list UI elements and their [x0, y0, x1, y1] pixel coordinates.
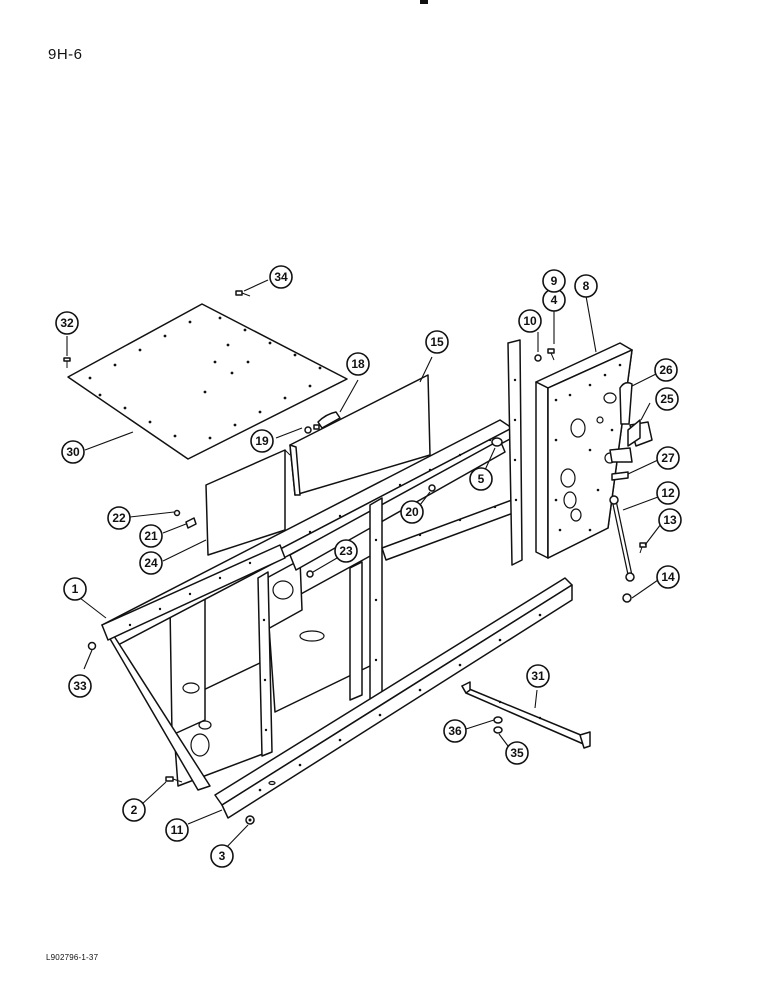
svg-text:26: 26	[659, 363, 673, 377]
svg-text:4: 4	[551, 293, 558, 307]
callout-8: 8	[574, 274, 598, 298]
callout-23: 23	[334, 539, 358, 563]
svg-text:35: 35	[510, 746, 524, 760]
svg-text:34: 34	[274, 270, 288, 284]
brace-bar	[461, 681, 591, 749]
callout-18: 18	[346, 352, 370, 376]
svg-text:11: 11	[171, 823, 184, 837]
callout-12: 12	[656, 481, 680, 505]
callout-31: 31	[526, 664, 550, 688]
top-edge-mark	[420, 0, 428, 4]
callout-21: 21	[139, 524, 163, 548]
callout-34: 34	[269, 265, 293, 289]
svg-text:19: 19	[255, 434, 269, 448]
top-cover-plate	[67, 303, 348, 460]
hardware	[63, 290, 647, 825]
callout-25: 25	[655, 387, 679, 411]
callout-22: 22	[107, 506, 131, 530]
upper-panel	[289, 374, 431, 496]
callout-30: 30	[61, 440, 85, 464]
svg-text:24: 24	[144, 556, 158, 570]
svg-text:1: 1	[72, 582, 79, 596]
drawing-code: L902796-1-37	[46, 953, 99, 962]
svg-text:33: 33	[73, 679, 87, 693]
main-frame	[101, 339, 523, 791]
svg-text:3: 3	[219, 849, 226, 863]
callout-9: 9	[542, 269, 566, 293]
callout-2: 2	[122, 798, 146, 822]
callout-35: 35	[505, 741, 529, 765]
callout-24: 24	[139, 551, 163, 575]
callout-20: 20	[400, 500, 424, 524]
svg-text:31: 31	[531, 669, 545, 683]
callout-36: 36	[443, 719, 467, 743]
callout-10: 10	[518, 309, 542, 333]
svg-text:18: 18	[351, 357, 365, 371]
callout-1: 1	[63, 577, 87, 601]
callout-13: 13	[658, 508, 682, 532]
svg-text:12: 12	[661, 486, 675, 500]
bracket-parts	[609, 381, 653, 481]
callout-27: 27	[656, 446, 680, 470]
svg-text:10: 10	[523, 314, 537, 328]
support-rod	[609, 495, 635, 582]
callout-3: 3	[210, 844, 234, 868]
callout-14: 14	[656, 565, 680, 589]
svg-text:13: 13	[663, 513, 677, 527]
svg-text:25: 25	[660, 392, 674, 406]
svg-text:30: 30	[66, 445, 80, 459]
svg-text:2: 2	[131, 803, 138, 817]
svg-text:14: 14	[661, 570, 675, 584]
svg-text:21: 21	[144, 529, 158, 543]
svg-text:15: 15	[430, 335, 444, 349]
callout-19: 19	[250, 429, 274, 453]
callout-26: 26	[654, 358, 678, 382]
callout-5: 5	[469, 467, 493, 491]
callout-11: 11	[165, 818, 189, 842]
svg-text:23: 23	[339, 544, 353, 558]
callout-32: 32	[55, 311, 79, 335]
svg-text:36: 36	[448, 724, 462, 738]
rear-plate	[535, 342, 633, 559]
bottom-channel	[214, 577, 573, 819]
svg-text:9: 9	[551, 274, 558, 288]
callout-15: 15	[425, 330, 449, 354]
svg-text:22: 22	[112, 511, 126, 525]
svg-text:5: 5	[478, 472, 485, 486]
callout-33: 33	[68, 674, 92, 698]
svg-text:8: 8	[583, 279, 590, 293]
page-code: 9H-6	[48, 46, 83, 63]
svg-text:27: 27	[661, 451, 675, 465]
svg-text:32: 32	[60, 316, 74, 330]
lower-panel	[205, 449, 291, 556]
svg-text:20: 20	[405, 505, 419, 519]
